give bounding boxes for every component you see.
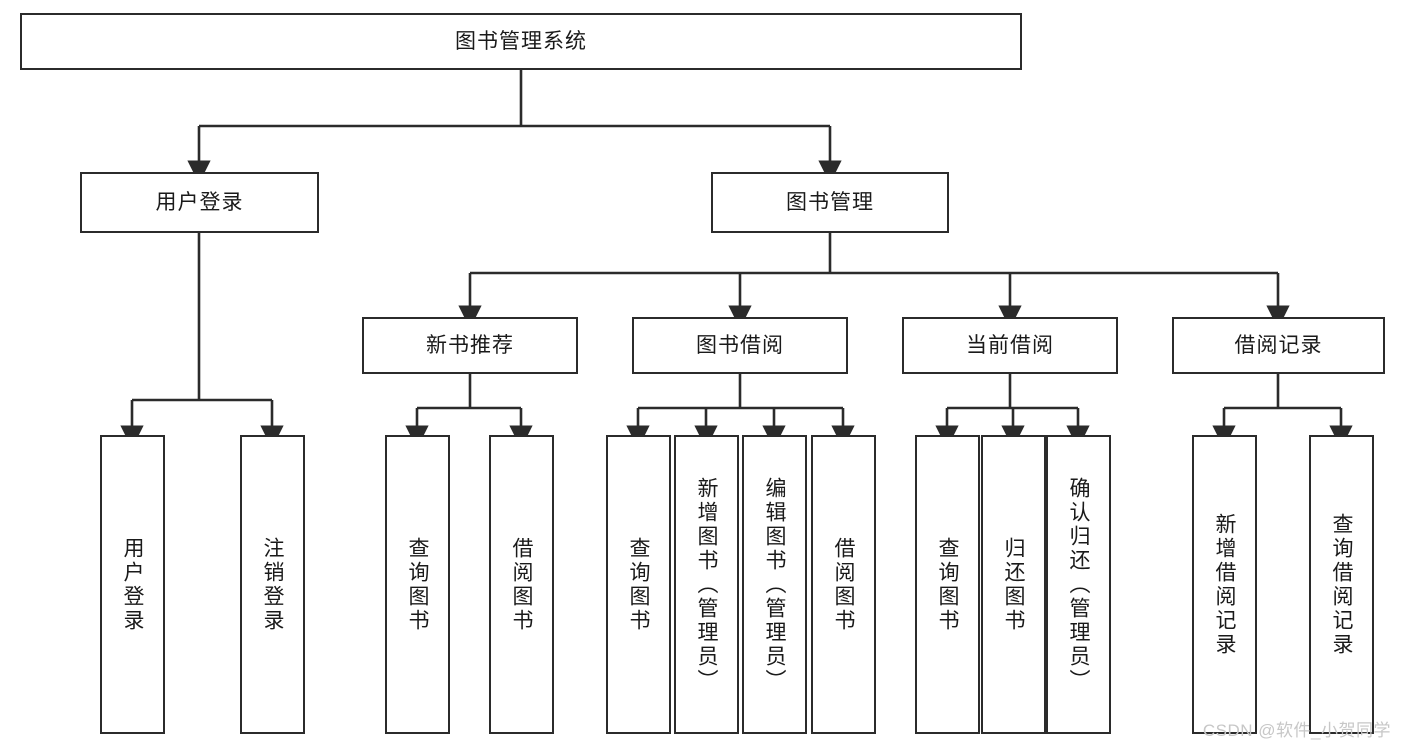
leaf-add-book-admin[interactable]: 新增图书（管理员）	[674, 435, 739, 734]
leaf-confirm-return-admin[interactable]: 确认归还（管理员）	[1046, 435, 1111, 734]
node-book-borrow[interactable]: 图书借阅	[632, 317, 848, 374]
node-label: 新增借阅记录	[1213, 512, 1237, 657]
node-book-management[interactable]: 图书管理	[711, 172, 949, 233]
node-label: 注销登录	[261, 536, 285, 633]
node-label: 图书借阅	[696, 333, 784, 357]
leaf-return-book[interactable]: 归还图书	[981, 435, 1046, 734]
leaf-borrow-book-recommend[interactable]: 借阅图书	[489, 435, 554, 734]
node-label: 查询图书	[406, 536, 430, 633]
node-label: 当前借阅	[966, 333, 1054, 357]
leaf-query-book-current[interactable]: 查询图书	[915, 435, 980, 734]
leaf-query-book-recommend[interactable]: 查询图书	[385, 435, 450, 734]
node-label: 借阅图书	[510, 536, 534, 633]
node-label: 用户登录	[121, 536, 145, 633]
node-root-book-management-system[interactable]: 图书管理系统	[20, 13, 1022, 70]
node-label: 确认归还（管理员）	[1067, 476, 1091, 693]
leaf-borrow-book[interactable]: 借阅图书	[811, 435, 876, 734]
node-label: 图书管理	[786, 190, 874, 214]
node-borrow-record[interactable]: 借阅记录	[1172, 317, 1385, 374]
node-user-login[interactable]: 用户登录	[80, 172, 319, 233]
node-current-borrow[interactable]: 当前借阅	[902, 317, 1118, 374]
node-label: 用户登录	[155, 190, 244, 214]
node-new-book-recommend[interactable]: 新书推荐	[362, 317, 578, 374]
node-label: 借阅记录	[1234, 333, 1323, 357]
node-label: 归还图书	[1002, 536, 1026, 633]
node-label: 查询借阅记录	[1330, 512, 1354, 657]
leaf-add-borrow-record[interactable]: 新增借阅记录	[1192, 435, 1257, 734]
node-label: 查询图书	[627, 536, 651, 633]
leaf-query-book-borrow[interactable]: 查询图书	[606, 435, 671, 734]
leaf-logout-login[interactable]: 注销登录	[240, 435, 305, 734]
leaf-edit-book-admin[interactable]: 编辑图书（管理员）	[742, 435, 807, 734]
node-label: 借阅图书	[832, 536, 856, 633]
leaf-query-borrow-record[interactable]: 查询借阅记录	[1309, 435, 1374, 734]
watermark-text: CSDN @软件_小贺同学	[1202, 721, 1391, 740]
leaf-user-login[interactable]: 用户登录	[100, 435, 165, 734]
node-label: 编辑图书（管理员）	[763, 476, 787, 693]
node-label: 查询图书	[936, 536, 960, 633]
node-label: 图书管理系统	[455, 29, 587, 53]
node-label: 新书推荐	[426, 333, 514, 357]
node-label: 新增图书（管理员）	[695, 476, 719, 693]
